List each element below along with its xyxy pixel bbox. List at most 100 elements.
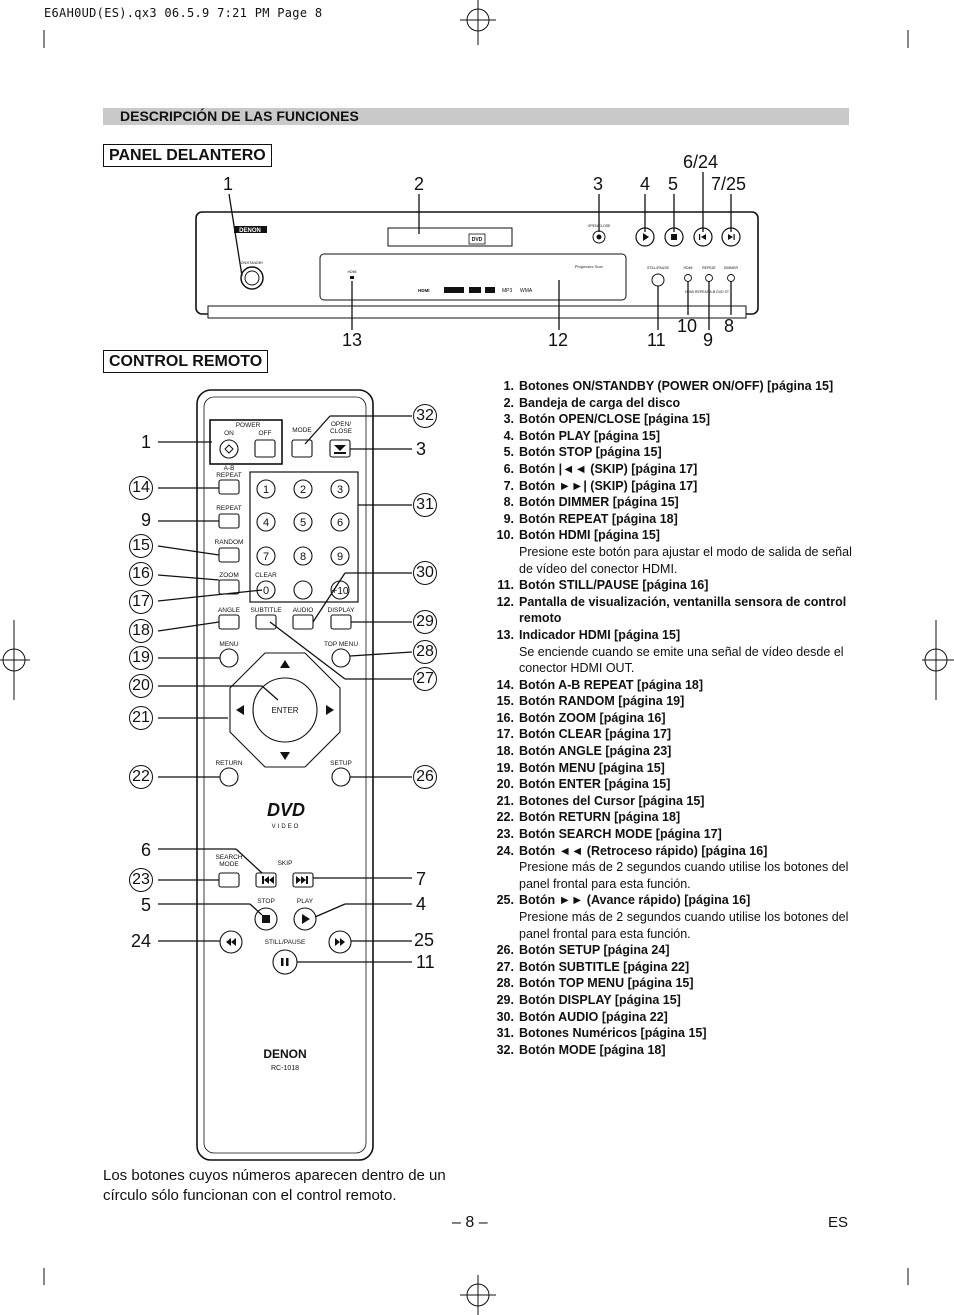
- list-item-text: Botón ANGLE [página 23]: [519, 744, 672, 759]
- list-item: 3. Botón OPEN/CLOSE [página 15]: [484, 411, 854, 428]
- list-item: 30.Botón AUDIO [página 22]: [484, 1009, 854, 1026]
- svg-text:CLOSE: CLOSE: [330, 428, 353, 435]
- list-item-text: Botones ON/STANDBY (POWER ON/OFF) [págin…: [519, 379, 834, 393]
- list-item-number: 7.: [503, 478, 514, 493]
- list-item-number: 20.: [496, 777, 514, 792]
- svg-text:DVD: DVD: [472, 237, 483, 243]
- rc-callout-24: 24: [131, 931, 152, 951]
- list-item-number: 32.: [496, 1042, 514, 1057]
- list-item: 8.Botón DIMMER [página 15]: [484, 494, 854, 511]
- list-item-text: Botón |◄◄ (SKIP) [página 17]: [519, 461, 698, 476]
- list-item-description: Presione más de 2 segundos cuando utilis…: [519, 860, 849, 891]
- rc-callout-23: 23: [129, 868, 153, 892]
- svg-text:PLAY: PLAY: [297, 898, 314, 905]
- list-item-number: 31.: [496, 1026, 514, 1041]
- svg-text:HDMI: HDMI: [418, 288, 430, 293]
- svg-text:CLEAR: CLEAR: [255, 572, 277, 579]
- fp-callout-7-25: 7/25: [711, 174, 747, 194]
- list-item-text: Botón SETUP [página 24]: [519, 943, 670, 958]
- list-item: 28.Botón TOP MENU [página 15]: [484, 975, 854, 992]
- list-item-text: Botón OPEN/CLOSE [página 15]: [519, 412, 710, 427]
- list-item-number: 11.: [497, 578, 514, 593]
- page-number: – 8 –: [452, 1214, 488, 1231]
- list-item: 27.Botón SUBTITLE [página 22]: [484, 959, 854, 976]
- function-list: 1. Botones ON/STANDBY (POWER ON/OFF) [pág…: [484, 378, 854, 1058]
- list-item-text: Botón AUDIO [página 22]: [519, 1009, 668, 1024]
- rc-callout-4: 4: [416, 894, 427, 914]
- list-item-text: Indicador HDMI [página 15]: [519, 627, 681, 642]
- list-item-text: Botón MENU [página 15]: [519, 760, 665, 775]
- svg-text:TOP MENU: TOP MENU: [324, 641, 358, 648]
- fp-callout-3: 3: [593, 174, 604, 194]
- rc-callout-6: 6: [141, 840, 152, 860]
- list-item-text: Botón RANDOM [página 19]: [519, 694, 685, 709]
- list-item-text: Botón DISPLAY [página 15]: [519, 992, 681, 1007]
- svg-text:ON/STANDBY: ON/STANDBY: [241, 261, 264, 265]
- list-item-number: 23.: [496, 827, 514, 842]
- rc-callout-30: 30: [413, 561, 437, 585]
- svg-text:4: 4: [263, 517, 269, 529]
- list-item-number: 14.: [496, 677, 514, 692]
- list-item-number: 10.: [496, 528, 514, 543]
- section-bar: [103, 108, 849, 125]
- rc-callout-3: 3: [416, 439, 427, 459]
- svg-text:STILL/PAUSE: STILL/PAUSE: [647, 266, 670, 270]
- list-item-number: 1.: [503, 379, 514, 393]
- list-item-text: Botón ENTER [página 15]: [519, 777, 671, 792]
- svg-text:SKIP: SKIP: [278, 860, 293, 867]
- list-item: 7.Botón ►►| (SKIP) [página 17]: [484, 478, 854, 495]
- fp-callout-1: 1: [223, 174, 234, 194]
- list-item-text: Botón HDMI [página 15]: [519, 528, 660, 543]
- svg-text:SUBTITLE: SUBTITLE: [250, 607, 282, 614]
- list-item-number: 22.: [496, 810, 514, 825]
- fp-callout-8: 8: [724, 316, 735, 336]
- list-item-number: 18.: [496, 744, 514, 759]
- list-item-number: 21.: [496, 793, 514, 808]
- list-item: 5.Botón STOP [página 15]: [484, 444, 854, 461]
- svg-text:ZOOM: ZOOM: [219, 572, 239, 579]
- rc-callout-5: 5: [141, 895, 152, 915]
- rc-callout-29: 29: [413, 610, 437, 634]
- svg-text:HDMI: HDMI: [684, 266, 693, 270]
- list-item: 26.Botón SETUP [página 24]: [484, 942, 854, 959]
- list-item: 11. Botón STILL/PAUSE [página 16]: [484, 577, 854, 594]
- svg-text:5: 5: [300, 517, 306, 529]
- list-item: 20. Botón ENTER [página 15]: [484, 776, 854, 793]
- list-item: 32. Botón MODE [página 18]: [484, 1042, 854, 1059]
- front-brand-plate: [234, 226, 267, 233]
- list-item: 12.Pantalla de visualización, ventanilla…: [484, 594, 854, 627]
- fp-callout-11: 11: [647, 330, 666, 350]
- svg-text:RANDOM: RANDOM: [215, 539, 244, 546]
- svg-text:VIDEO: VIDEO: [272, 824, 301, 830]
- list-item: 22.Botón RETURN [página 18]: [484, 809, 854, 826]
- list-item-text: Botón STILL/PAUSE [página 16]: [519, 578, 709, 593]
- rc-callout-15: 15: [129, 534, 153, 558]
- svg-text:REPEAT: REPEAT: [216, 472, 242, 479]
- list-item-text: Botón MODE [página 18]: [519, 1042, 666, 1057]
- list-item-number: 24.: [496, 843, 514, 858]
- svg-text:RETURN: RETURN: [215, 760, 242, 767]
- list-item: 29.Botón DISPLAY [página 15]: [484, 992, 854, 1009]
- rc-callout-16: 16: [129, 562, 153, 586]
- list-item-number: 3.: [503, 412, 514, 427]
- rc-callout-22: 22: [129, 765, 153, 789]
- svg-text:DENON: DENON: [263, 1047, 306, 1061]
- rc-callout-7: 7: [416, 869, 427, 889]
- rc-callout-20: 20: [129, 674, 153, 698]
- list-item-description: Presione más de 2 segundos cuando utilis…: [519, 910, 849, 941]
- list-item: 4.Botón PLAY [página 15]: [484, 428, 854, 445]
- svg-text:POWER: POWER: [236, 422, 261, 429]
- list-item-text: Botón ZOOM [página 16]: [519, 710, 666, 725]
- rc-callout-26: 26: [413, 765, 437, 789]
- rc-callout-27: 27: [413, 667, 437, 691]
- svg-text:MODE: MODE: [219, 861, 239, 868]
- svg-text:HDMI REPEAT A-B DVD ST: HDMI REPEAT A-B DVD ST: [685, 290, 730, 294]
- svg-text:A-B: A-B: [224, 465, 235, 472]
- svg-text:REPEAT: REPEAT: [702, 266, 717, 270]
- fp-callout-5: 5: [668, 174, 679, 194]
- list-item-number: 17.: [496, 727, 514, 742]
- list-item-description: Presione este botón para ajustar el modo…: [519, 544, 852, 576]
- remote-only-note: Los botones cuyos números aparecen dentr…: [103, 1167, 446, 1204]
- list-item: 25.Botón ►► (Avance rápido) [página 16]P…: [484, 892, 854, 942]
- list-item-text: Botón STOP [página 15]: [519, 445, 662, 460]
